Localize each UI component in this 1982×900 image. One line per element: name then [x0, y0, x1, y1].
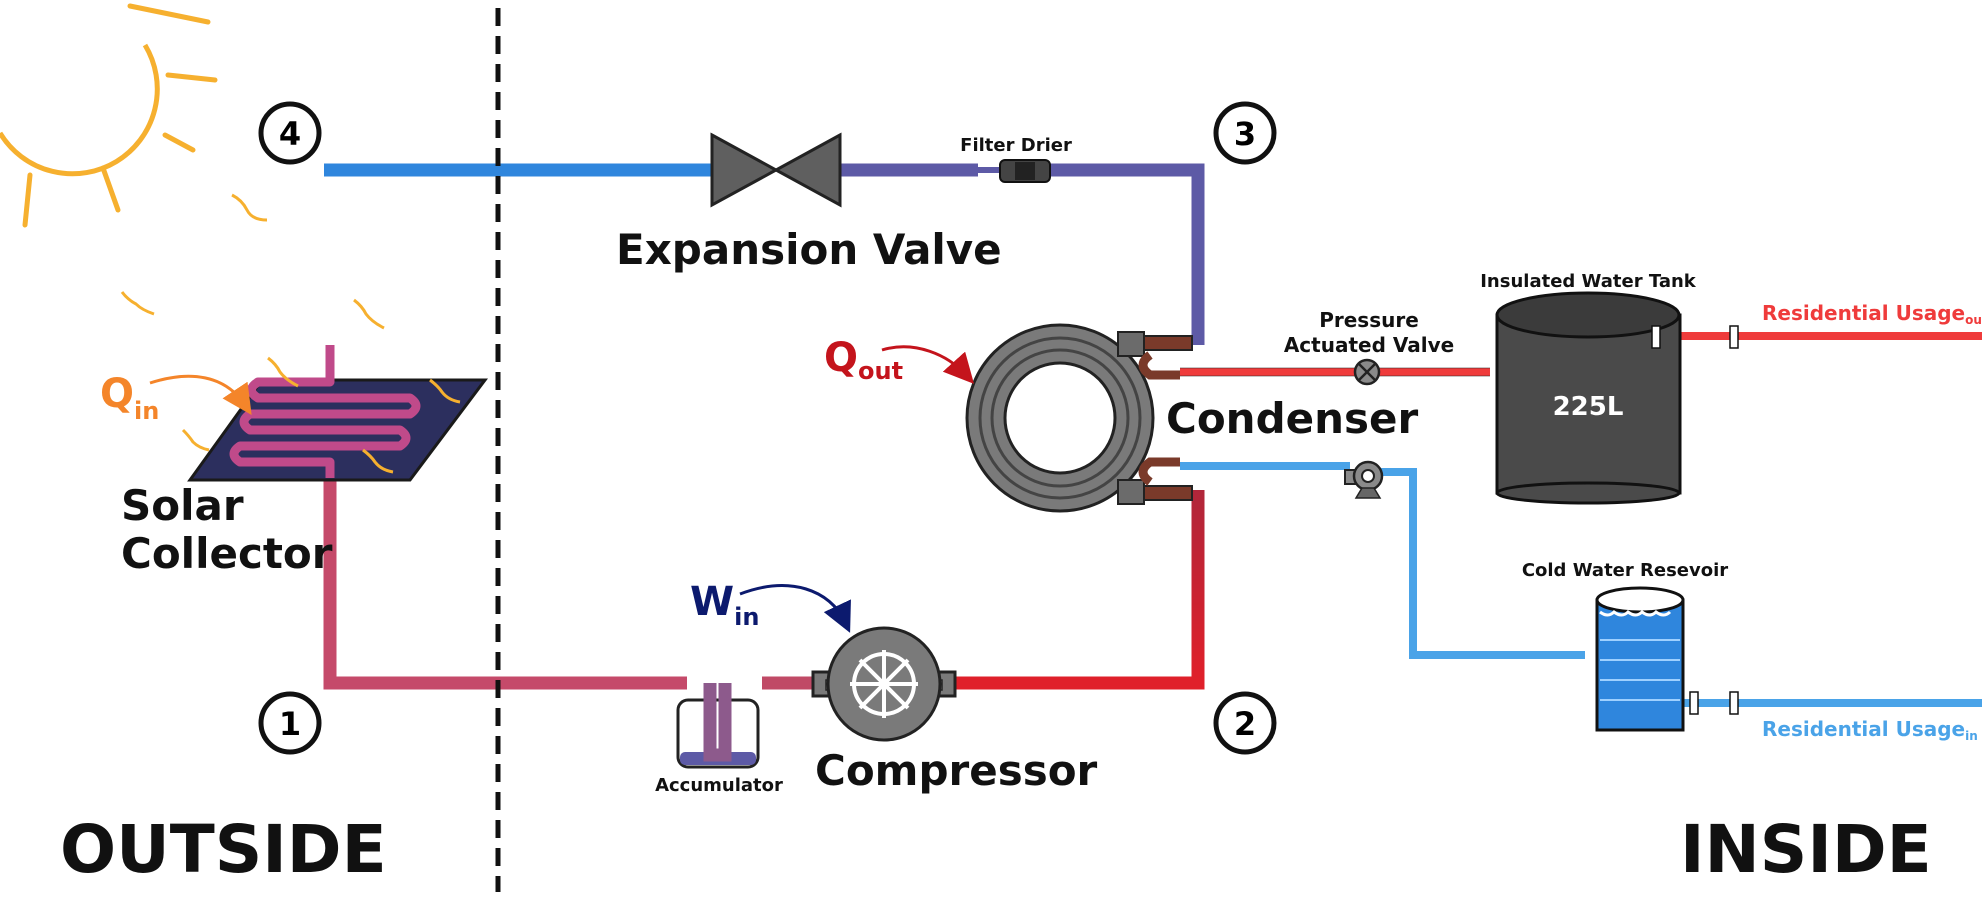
accumulator-icon	[676, 683, 760, 769]
solar-collector	[181, 298, 488, 482]
pressure-valve-icon	[1353, 358, 1381, 386]
sun-icon	[0, 3, 268, 316]
condenser-icon	[965, 323, 1193, 513]
filter-drier-icon	[978, 159, 1051, 183]
svg-text:3: 3	[1234, 115, 1256, 153]
q-out-label: Qout	[824, 335, 903, 385]
residential-usage-in-label: Residential Usagein	[1762, 717, 1978, 743]
water-loop	[1180, 332, 1982, 707]
compressor-icon	[811, 626, 957, 742]
w-in-label: Win	[690, 579, 759, 631]
state-point-3: 3	[1213, 101, 1277, 165]
residential-usage-out-label: Residential Usageout	[1762, 301, 1982, 327]
refrigerant-loop	[323, 163, 1205, 690]
pressure-valve-label-line2: Actuated Valve	[1284, 333, 1454, 357]
svg-text:1: 1	[279, 705, 301, 743]
pressure-valve-label-line1: Pressure	[1319, 308, 1419, 332]
solar-collector-label-line2: Collector	[121, 529, 333, 578]
q-in-label: Qin	[100, 371, 159, 425]
cold-reservoir-icon	[1595, 586, 1739, 732]
filter-drier-label: Filter Drier	[960, 135, 1072, 156]
expansion-valve-icon	[710, 132, 842, 208]
cold-reservoir-label: Cold Water Resevoir	[1522, 560, 1728, 581]
water-tank-capacity: 225L	[1553, 392, 1624, 422]
solar-collector-label-line1: Solar	[121, 481, 244, 530]
state-point-2: 2	[1213, 691, 1277, 755]
q-in-arrow	[149, 374, 252, 415]
outside-label: OUTSIDE	[60, 811, 387, 888]
water-tank-label: Insulated Water Tank	[1480, 271, 1697, 292]
condenser-label: Condenser	[1166, 394, 1419, 443]
w-in-arrow	[739, 584, 851, 633]
q-out-arrow	[881, 345, 975, 384]
svg-text:2: 2	[1234, 705, 1256, 743]
svg-text:4: 4	[279, 115, 301, 153]
state-point-4: 4	[258, 101, 322, 165]
water-tank-icon	[1495, 291, 1739, 505]
pump-icon	[1344, 460, 1384, 499]
inside-label: INSIDE	[1680, 811, 1932, 888]
accumulator-label: Accumulator	[655, 775, 783, 796]
state-point-1: 1	[258, 691, 322, 755]
expansion-valve-label: Expansion Valve	[616, 225, 1002, 274]
compressor-label: Compressor	[815, 746, 1098, 795]
